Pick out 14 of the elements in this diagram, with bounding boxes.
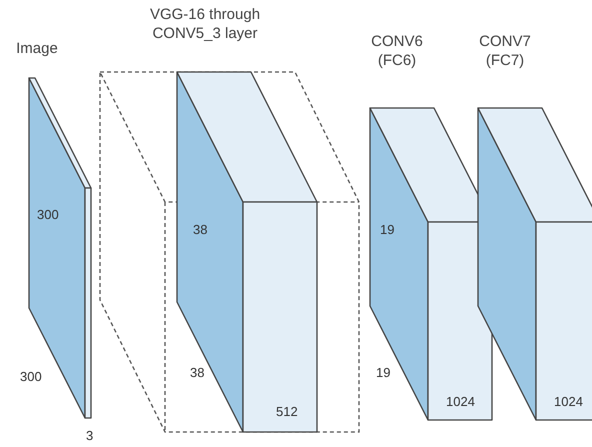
dimension-label: 38 [193,222,208,237]
dimension-label: 300 [20,369,42,384]
layer-title: VGG-16 through CONV5_3 layer [148,6,262,44]
dimension-label: 19 [376,365,390,380]
dimension-label: 1024 [554,394,583,409]
dimension-label: 512 [276,404,298,419]
dimension-label: 3 [86,428,94,443]
dimension-label: 1024 [446,394,475,409]
layer-title: Image [15,40,59,59]
dimension-label: 38 [190,365,204,380]
dimension-label: 300 [37,207,59,222]
dimension-label: 19 [380,222,394,237]
layer-title: CONV6 (FC6) [370,33,424,70]
layer-title: CONV7 (FC7) [478,33,532,70]
